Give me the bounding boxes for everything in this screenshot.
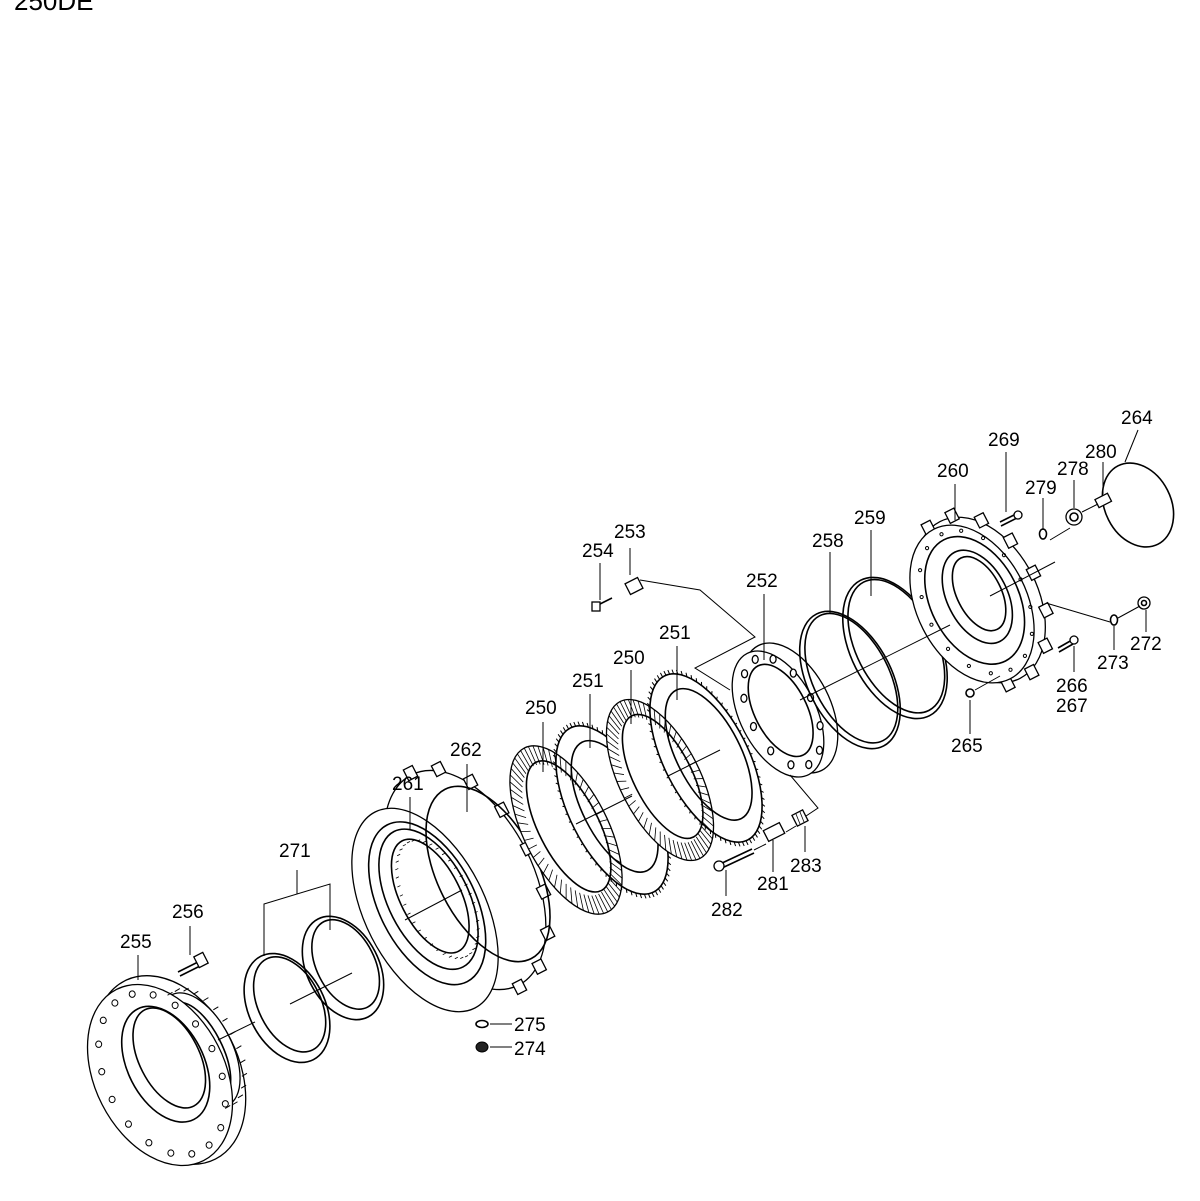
callout-283[interactable]: 283 xyxy=(790,856,822,877)
part-256-bolt[interactable] xyxy=(178,952,208,976)
callout-267[interactable]: 267 xyxy=(1056,696,1088,717)
part-274-plug[interactable] xyxy=(476,1042,512,1052)
part-283-spring[interactable] xyxy=(792,810,808,826)
callout-251-left[interactable]: 251 xyxy=(572,671,604,692)
callout-259[interactable]: 259 xyxy=(854,508,886,529)
callout-252[interactable]: 252 xyxy=(746,571,778,592)
callout-261[interactable]: 261 xyxy=(392,774,424,795)
part-272-bolt[interactable] xyxy=(1138,597,1150,609)
part-266-267-bolt[interactable] xyxy=(1058,636,1078,652)
callout-278[interactable]: 278 xyxy=(1057,459,1089,480)
callout-265[interactable]: 265 xyxy=(951,736,983,757)
callout-279[interactable]: 279 xyxy=(1025,478,1057,499)
part-254-bolt[interactable] xyxy=(592,598,612,611)
callout-272[interactable]: 272 xyxy=(1130,634,1162,655)
callout-266[interactable]: 266 xyxy=(1056,676,1088,697)
callout-282[interactable]: 282 xyxy=(711,900,743,921)
part-273-washer[interactable] xyxy=(1111,615,1118,625)
callout-274[interactable]: 274 xyxy=(514,1039,546,1060)
callout-271[interactable]: 271 xyxy=(279,841,311,862)
callout-269[interactable]: 269 xyxy=(988,430,1020,451)
part-260-cylinder-housing[interactable] xyxy=(885,495,1072,704)
part-278-plug[interactable] xyxy=(1066,509,1082,525)
callout-256[interactable]: 256 xyxy=(172,902,204,923)
callout-250-right[interactable]: 250 xyxy=(613,648,645,669)
part-279-o-ring[interactable] xyxy=(1040,529,1047,539)
callout-258[interactable]: 258 xyxy=(812,531,844,552)
callout-273[interactable]: 273 xyxy=(1097,653,1129,674)
callout-255[interactable]: 255 xyxy=(120,932,152,953)
callout-264[interactable]: 264 xyxy=(1121,408,1153,429)
callout-253[interactable]: 253 xyxy=(614,522,646,543)
part-275-o-ring[interactable] xyxy=(476,1021,512,1028)
part-280-fitting[interactable] xyxy=(1095,493,1112,507)
part-253-spring[interactable] xyxy=(625,548,643,595)
callout-260[interactable]: 260 xyxy=(937,461,969,482)
part-269-bolt[interactable] xyxy=(1000,511,1022,526)
part-281-sleeve[interactable] xyxy=(763,823,784,842)
callout-262[interactable]: 262 xyxy=(450,740,482,761)
callout-251-right[interactable]: 251 xyxy=(659,623,691,644)
callout-275[interactable]: 275 xyxy=(514,1015,546,1036)
part-252-piston[interactable] xyxy=(713,627,857,791)
callout-254[interactable]: 254 xyxy=(582,541,614,562)
callout-281[interactable]: 281 xyxy=(757,874,789,895)
part-282-bolt[interactable] xyxy=(714,849,754,871)
callout-250-left[interactable]: 250 xyxy=(525,698,557,719)
part-255-flange-hub[interactable] xyxy=(59,950,276,1190)
part-265-plug[interactable] xyxy=(966,689,974,697)
callout-280[interactable]: 280 xyxy=(1085,442,1117,463)
model-code-title: 250DE xyxy=(14,0,94,17)
